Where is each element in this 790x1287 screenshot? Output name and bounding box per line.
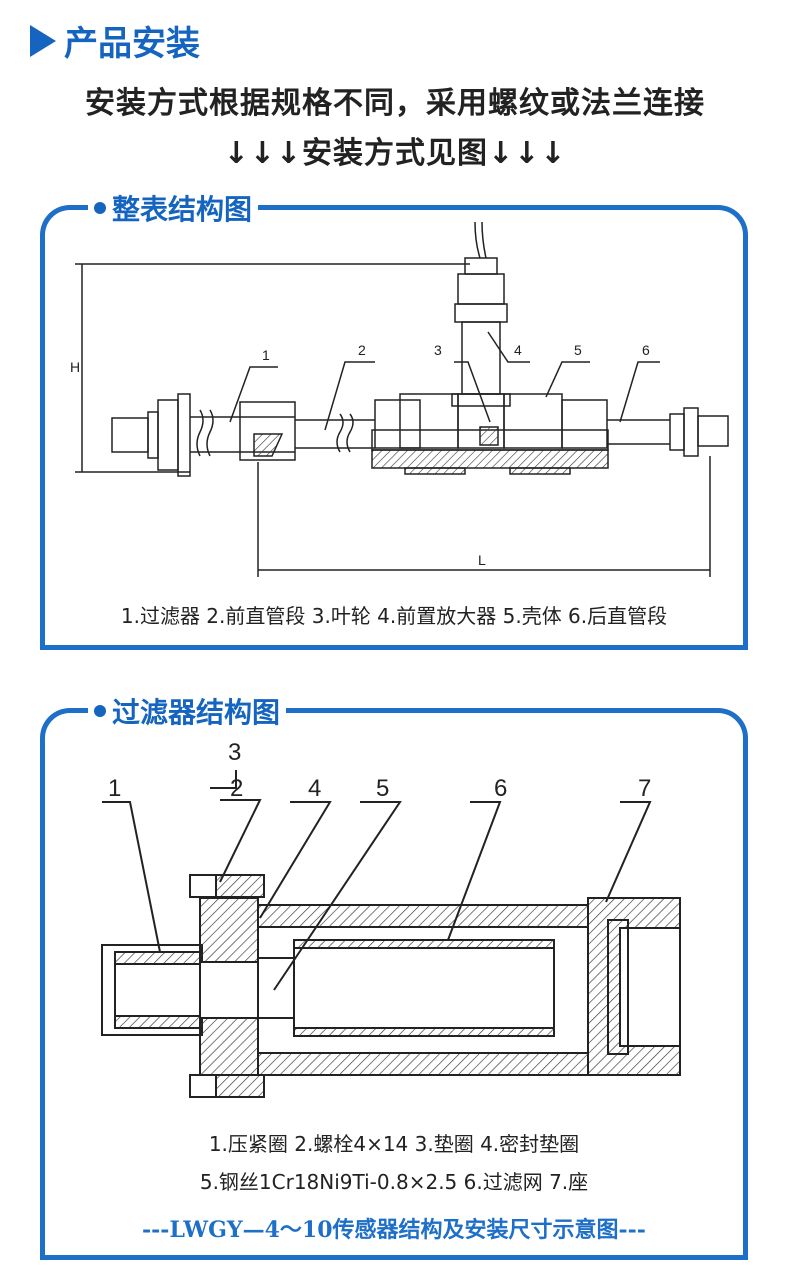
- callout-3: 3: [228, 739, 241, 766]
- install-hint: ↓↓↓安装方式见图↓↓↓: [223, 136, 567, 171]
- dot-icon: [94, 705, 106, 717]
- dim-l-label: L: [478, 552, 486, 568]
- filter-structure-drawing: 3 1 2 4 5 6 7: [101, 739, 681, 1098]
- panel-title-text: 过滤器结构图: [112, 696, 281, 729]
- section-header: 产品安装: [30, 16, 200, 65]
- callout-1: 1: [262, 347, 270, 363]
- dim-h-label: H: [70, 359, 80, 375]
- callout-2: 2: [230, 775, 243, 802]
- callout-6: 6: [494, 775, 507, 802]
- panel-title: 整表结构图: [88, 188, 259, 228]
- panel-filter-structure: [40, 708, 748, 1260]
- dot-icon: [94, 202, 106, 214]
- panel-top-rule: [70, 205, 718, 210]
- panel-title-text: 整表结构图: [112, 193, 253, 226]
- triangle-right-icon: [30, 24, 56, 57]
- panel-title: 过滤器结构图: [88, 691, 287, 731]
- legend-full-structure: 1.过滤器 2.前直管段 3.叶轮 4.前置放大器 5.壳体 6.后直管段: [120, 604, 668, 628]
- full-structure-drawing: H L 1 2 3 4 5 6: [70, 222, 729, 577]
- diagram-caption: ---LWGY—4～10传感器结构及安装尺寸示意图---: [142, 1217, 646, 1243]
- install-description: 安装方式根据规格不同，采用螺纹或法兰连接: [85, 86, 705, 121]
- section-title: 产品安装: [64, 24, 200, 64]
- panel-full-structure: [40, 205, 748, 650]
- callout-7: 7: [638, 775, 651, 802]
- legend-filter-line1: 1.压紧圈 2.螺栓4×14 3.垫圈 4.密封垫圈: [208, 1132, 580, 1156]
- callout-5: 5: [376, 775, 389, 802]
- callout-6: 6: [642, 342, 650, 358]
- callout-1: 1: [108, 775, 121, 802]
- legend-filter-line2: 5.钢丝1Cr18Ni9Ti-0.8×2.5 6.过滤网 7.座: [199, 1170, 589, 1194]
- callout-3: 3: [434, 342, 442, 358]
- callout-5: 5: [574, 342, 582, 358]
- callout-4: 4: [308, 775, 321, 802]
- callout-2: 2: [358, 342, 366, 358]
- callout-4: 4: [514, 342, 522, 358]
